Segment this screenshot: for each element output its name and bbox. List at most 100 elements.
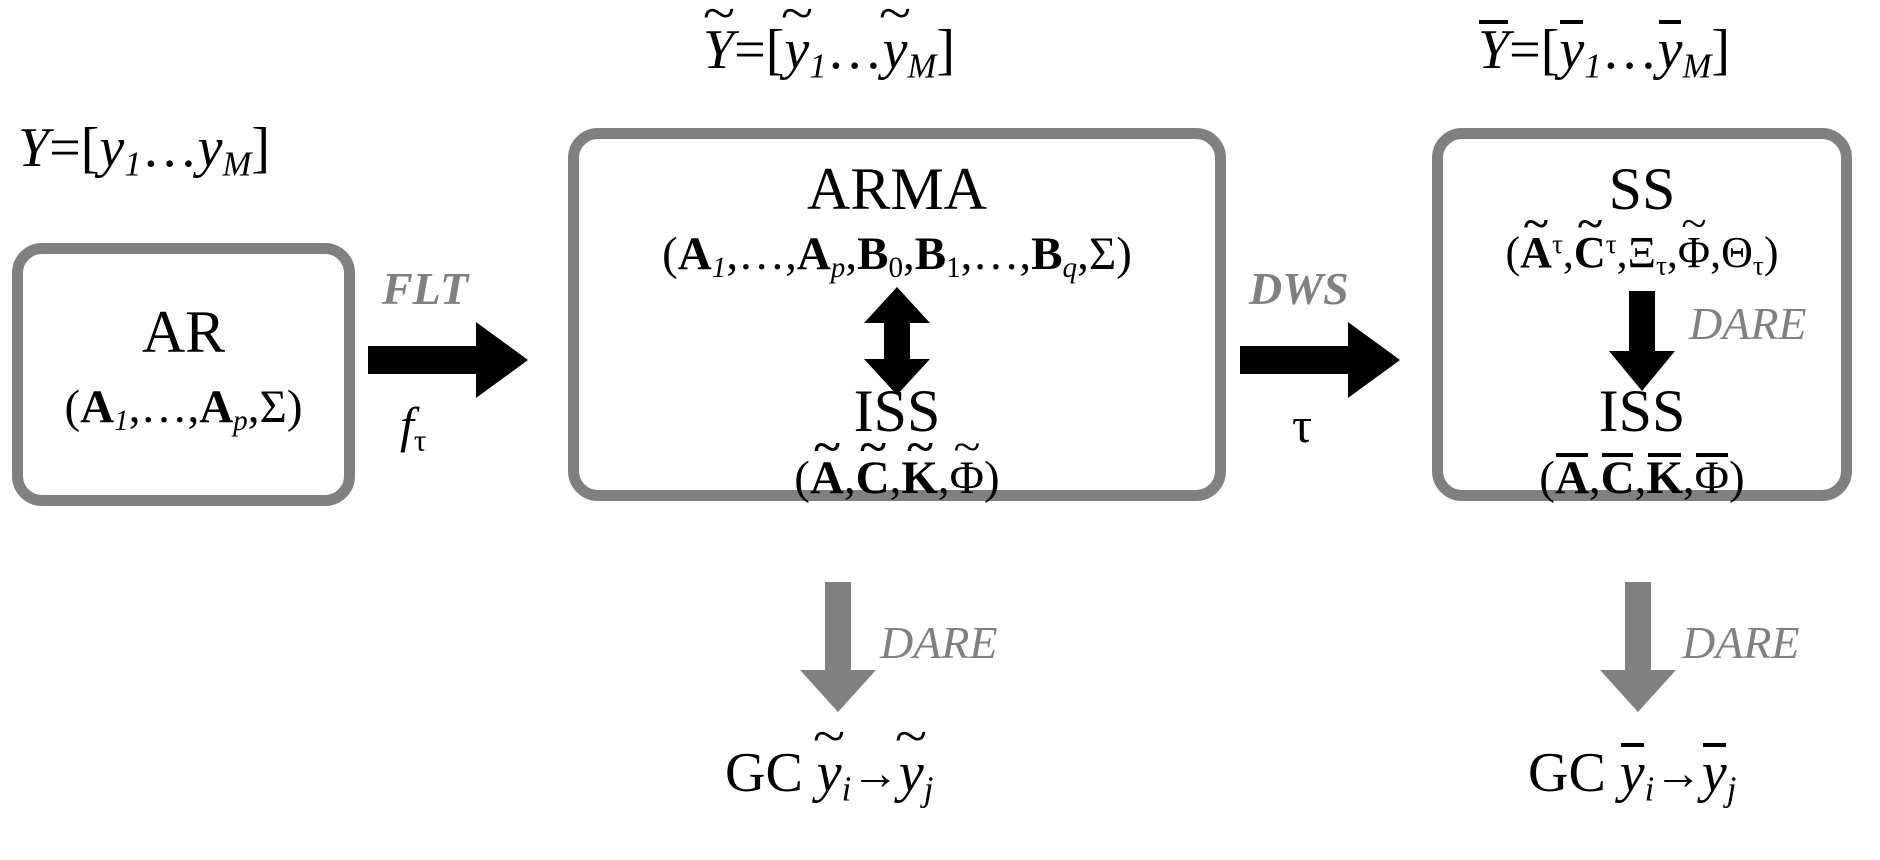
ar-dots: ,…, <box>128 381 200 433</box>
stage1-y-first: y <box>99 117 125 179</box>
flt-label: FLT <box>382 263 469 314</box>
ar-box[interactable]: AR (A1,…,Ap,Σ) <box>12 243 355 506</box>
dare-arrow-right-head <box>1600 670 1676 712</box>
stage1-y-last-sub: M <box>222 144 252 184</box>
ss-iss-box[interactable]: SS (Aτ,Cτ,Ξτ,Φ,Θτ) DARE ISS (A,C,K,Φ) <box>1432 128 1852 504</box>
dare-label-middle: DARE <box>880 617 998 668</box>
ss-comma2: , <box>1616 228 1628 277</box>
stage1-close-bracket: ] <box>251 117 271 179</box>
iss-right-K: K <box>1646 452 1683 504</box>
ss-paren-close: ) <box>1763 228 1779 277</box>
dare-arrow-right <box>1600 582 1676 712</box>
ss-Theta: Θ <box>1721 228 1753 277</box>
ss-Theta-sub: τ <box>1752 250 1764 281</box>
ss-C: C <box>1574 231 1606 275</box>
ss-title: SS <box>1608 156 1676 222</box>
iss-right-paren-open: ( <box>1539 452 1555 504</box>
stage3-y-last: y <box>1657 19 1683 81</box>
stage3-y-last-sub: M <box>1682 46 1712 86</box>
ar-sigma: Σ <box>259 381 287 433</box>
arma-A1: A <box>677 228 712 280</box>
stage3-dots: … <box>1601 19 1658 81</box>
gc-right-from-sub: i <box>1644 769 1655 809</box>
stage1-dots: … <box>141 117 198 179</box>
arma-paren-open: ( <box>662 228 678 280</box>
dare-label-inner: DARE <box>1689 298 1807 349</box>
arma-dots1: ,…, <box>726 228 797 280</box>
arma-A1-sub: 1 <box>711 252 727 285</box>
stage3-y-first: y <box>1559 19 1585 81</box>
arma-B1-sub: 1 <box>946 252 961 285</box>
ss-A: A <box>1520 231 1552 275</box>
iss-mid-comma1: , <box>843 452 856 504</box>
gc-right-to: y <box>1701 742 1727 804</box>
iss-mid-C: C <box>856 455 890 502</box>
iss-right-A: A <box>1554 452 1589 504</box>
stage1-eq-bracket: =[ <box>49 117 100 179</box>
gc-right-arrow-icon: → <box>1654 748 1702 801</box>
iss-right-comma1: , <box>1588 452 1601 504</box>
flt-f: f <box>400 397 414 453</box>
dare-arrow-middle-head <box>800 670 876 712</box>
iss-right-paren-close: ) <box>1729 452 1745 504</box>
ar-Ap-sub: p <box>233 405 248 438</box>
arma-B0: B <box>857 228 889 280</box>
stage2-y-last-sub: M <box>907 46 937 86</box>
dare-arrow-middle-shaft <box>825 582 851 674</box>
gc-right-to-sub: j <box>1726 769 1737 809</box>
stage3-y-first-sub: 1 <box>1584 46 1602 86</box>
arma-iss-arrow-shaft <box>884 319 910 365</box>
ar-box-title: AR <box>141 299 226 365</box>
arma-comma2: , <box>903 228 915 280</box>
gc-label-middle: GC yi→yj <box>725 742 933 807</box>
iss-params-mid: (A,C,K,Φ) <box>579 455 1215 502</box>
arma-sigma: Σ <box>1088 228 1117 280</box>
arma-dots2: ,…, <box>960 228 1032 280</box>
iss-title-right: ISS <box>1598 378 1686 444</box>
arma-iss-box[interactable]: ARMA (A1,…,Ap,B0,B1,…,Bq,Σ) ISS (A,C,K,Φ… <box>568 128 1226 502</box>
dare-arrow-right-shaft <box>1625 582 1651 674</box>
gc-label-right: GC yi→yj <box>1528 742 1736 807</box>
stage3-close-bracket: ] <box>1711 19 1731 81</box>
stage2-close-bracket: ] <box>936 19 956 81</box>
gc-mid-text: GC <box>725 742 803 804</box>
stage1-vector-label: Y=[y1…yM] <box>18 117 271 182</box>
iss-title-mid: ISS <box>853 378 941 444</box>
gc-mid-to: y <box>899 745 924 801</box>
dws-arrow-head <box>1348 322 1400 398</box>
arma-Ap: A <box>796 228 831 280</box>
ss-A-sup: τ <box>1551 228 1563 259</box>
stage1-y-first-sub: 1 <box>124 144 142 184</box>
arma-Ap-sub: p <box>830 252 846 285</box>
dare-label-right: DARE <box>1682 617 1800 668</box>
stage3-vector-label: Y=[y1…yM] <box>1478 19 1731 84</box>
gc-mid-to-sub: j <box>923 769 934 809</box>
dare-arrow-middle <box>800 582 876 712</box>
flt-sublabel: fτ <box>400 397 426 456</box>
ar-paren-open: ( <box>64 381 81 433</box>
stage1-Y: Y <box>18 117 50 179</box>
iss-mid-comma3: , <box>937 452 950 504</box>
iss-mid-A: A <box>810 455 844 502</box>
stage2-eq-bracket: =[ <box>734 19 785 81</box>
ss-comma3: , <box>1666 228 1678 277</box>
stage1-y-last: y <box>197 117 223 179</box>
gc-right-text: GC <box>1528 742 1606 804</box>
ss-Phi: Φ <box>1678 231 1710 275</box>
flt-arrow-shaft <box>368 346 480 374</box>
arma-paren-close: ) <box>1116 228 1132 280</box>
ss-Xi-sub: τ <box>1655 250 1667 281</box>
stage2-Ytilde: Y <box>703 22 734 78</box>
dws-arrow <box>1240 322 1400 398</box>
flt-tau: τ <box>413 422 427 458</box>
iss-right-comma3: , <box>1682 452 1695 504</box>
iss-right-Phi: Φ <box>1694 452 1730 504</box>
ss-comma4: , <box>1710 228 1722 277</box>
arma-comma3: , <box>1077 228 1089 280</box>
ar-Ap: A <box>199 381 234 433</box>
iss-mid-K: K <box>901 455 938 502</box>
stage3-eq-bracket: =[ <box>1509 19 1560 81</box>
ss-paren-open: ( <box>1505 228 1521 277</box>
gc-right-from: y <box>1619 742 1645 804</box>
